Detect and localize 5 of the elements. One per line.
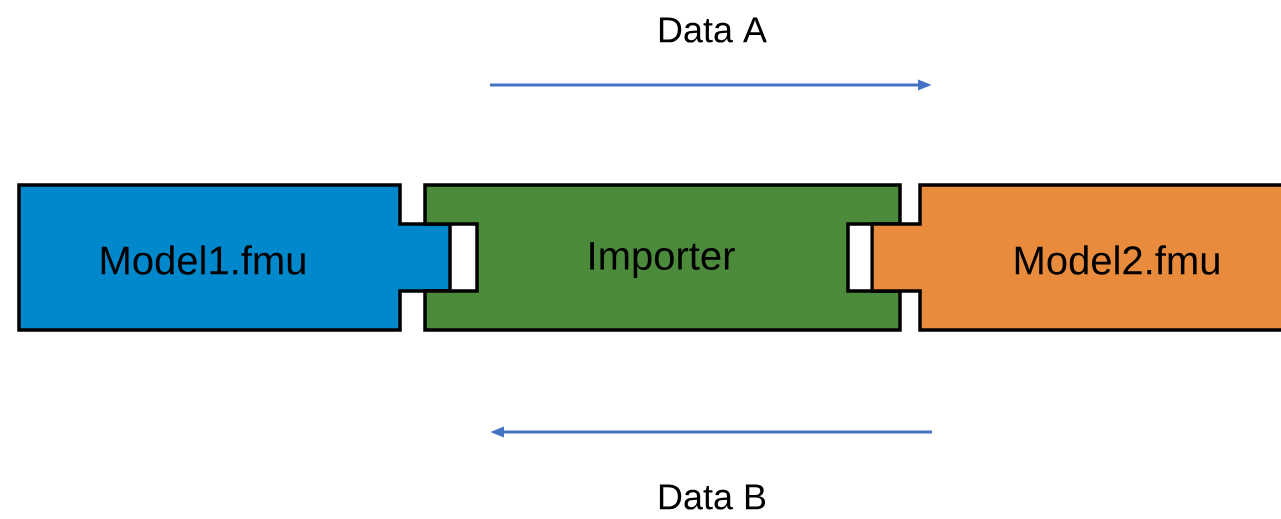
arrow-label: Data A <box>659 17 767 43</box>
arrow-label: Data B <box>659 484 766 510</box>
block: Model2.fmu <box>870 183 1281 332</box>
block: Importer <box>423 183 902 332</box>
block: Model1.fmu <box>17 183 452 332</box>
